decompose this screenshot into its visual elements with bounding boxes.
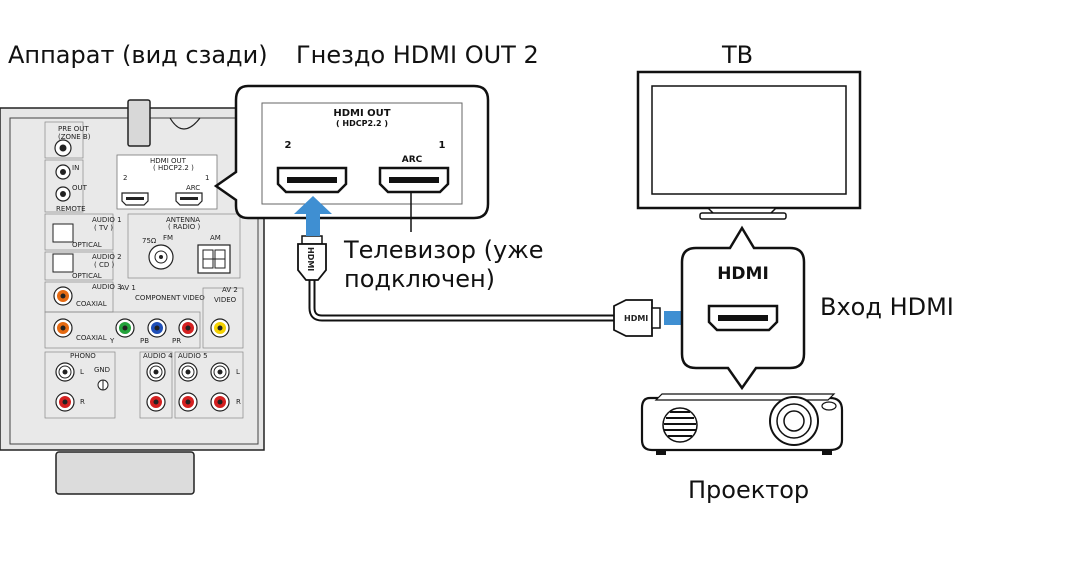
av1-coaxial-jack[interactable] (53, 318, 73, 338)
av2-video-jack[interactable] (210, 318, 230, 338)
coaxial-label-2: COAXIAL (76, 334, 107, 342)
audio2-sub-label: ( CD ) (94, 261, 114, 269)
preout-jack[interactable] (54, 139, 72, 157)
radio-label: ( RADIO ) (168, 223, 201, 231)
antenna-connector (127, 99, 151, 147)
phono-r-label: R (80, 398, 85, 406)
cable-plug-vertical: HDMI (297, 235, 327, 281)
video-label: VIDEO (214, 296, 237, 304)
remote-label: REMOTE (56, 205, 86, 213)
optical-jack-2[interactable] (52, 253, 74, 273)
remote-in-jack[interactable] (55, 164, 71, 180)
hdmi-input-port[interactable] (707, 304, 779, 332)
callout-subtitle: ( HDCP2.2 ) (336, 119, 388, 128)
fm-label: FM (163, 234, 173, 242)
optical-label-1: OPTICAL (72, 241, 102, 249)
remote-out-jack[interactable] (55, 186, 71, 202)
projector-device (640, 393, 844, 455)
audio5-l-jack-b[interactable] (210, 362, 230, 382)
gnd-label: GND (94, 366, 110, 374)
optical-jack-1[interactable] (52, 223, 74, 243)
hdmi-out2-jack-label: Гнездо HDMI OUT 2 (296, 41, 539, 69)
tv-connected-label: Телевизор (уже подключен) (344, 236, 544, 293)
panel-port2-label: 2 (123, 174, 127, 182)
av2-label: AV 2 (222, 286, 238, 294)
audio5-r-label: R (236, 398, 241, 406)
antenna-label: ANTENNA (166, 216, 200, 224)
ohm-label: 75Ω (142, 237, 157, 245)
audio5-r-jack-a[interactable] (178, 392, 198, 412)
projector-vent-icon (662, 407, 698, 443)
hdmi-out-callout: HDMI OUT ( HDCP2.2 ) 2 1 ARC (213, 84, 490, 232)
audio5-label: AUDIO 5 (178, 352, 208, 360)
remote-in-label: IN (72, 164, 79, 172)
panel-hdmi-port-1[interactable] (175, 192, 203, 206)
cable-plug-horizontal-text: HDMI (624, 314, 648, 323)
hdmi-out-2-port[interactable] (276, 166, 348, 194)
receiver-rear-panel: PRE OUT (ZONE B) IN OUT REMOTE HDMI OUT … (0, 99, 265, 495)
receiver-foot (55, 451, 195, 495)
am-antenna-terminal[interactable] (197, 244, 231, 274)
audio3-label: AUDIO 3 (92, 283, 122, 291)
hdmi-out-1-port[interactable] (378, 166, 450, 194)
audio4-r-jack[interactable] (146, 392, 166, 412)
hdmi-input-callout: HDMI (680, 225, 806, 391)
callout-arc-label: ARC (402, 155, 423, 165)
optical-label-2: OPTICAL (72, 272, 102, 280)
projector-lens-icon (769, 396, 819, 446)
panel-hdcp-label: ( HDCP2.2 ) (153, 164, 194, 172)
remote-out-label: OUT (72, 184, 88, 192)
callout-port2-label: 2 (285, 140, 292, 151)
panel-arc-label: ARC (186, 184, 200, 192)
hdmi-input-label: Вход HDMI (820, 293, 954, 321)
preout-sub-label: (ZONE B) (58, 133, 91, 141)
av1-label: AV 1 (120, 284, 136, 292)
am-label: AM (210, 234, 221, 242)
audio5-l-jack-a[interactable] (178, 362, 198, 382)
panel-port1-label: 1 (205, 174, 209, 182)
audio5-l-label: L (236, 368, 240, 376)
tv-label: ТВ (722, 41, 754, 69)
y-label: Y (109, 337, 115, 345)
coaxial-label-1: COAXIAL (76, 300, 107, 308)
arrow-up-icon (294, 196, 332, 236)
preout-label: PRE OUT (58, 125, 89, 133)
audio4-l-jack[interactable] (146, 362, 166, 382)
coaxial-jack-1[interactable] (53, 286, 73, 306)
panel-hdmi-out-label: HDMI OUT (150, 157, 187, 165)
projector-label: Проектор (688, 476, 810, 504)
phono-l-jack[interactable] (55, 362, 75, 382)
tv-device (636, 70, 862, 220)
component-video-label: COMPONENT VIDEO (135, 294, 205, 302)
audio4-label: AUDIO 4 (143, 352, 173, 360)
pb-label: PB (140, 337, 149, 345)
cable-plug-horizontal: HDMI (613, 299, 661, 337)
pr-label: PR (172, 337, 181, 345)
callout-port1-label: 1 (439, 140, 446, 151)
hdmi-cable: HDMI HDMI (297, 235, 661, 337)
audio2-label: AUDIO 2 (92, 253, 122, 261)
audio1-sub-label: ( TV ) (94, 224, 113, 232)
hdmi-input-title: HDMI (717, 264, 769, 284)
gnd-terminal[interactable] (97, 379, 109, 391)
unit-rear-label: Аппарат (вид сзади) (8, 41, 268, 69)
component-y-jack[interactable] (115, 318, 135, 338)
fm-antenna-jack[interactable] (148, 244, 174, 270)
cable-plug-vertical-text: HDMI (306, 247, 315, 271)
component-pb-jack[interactable] (147, 318, 167, 338)
panel-hdmi-port-2[interactable] (121, 192, 149, 206)
phono-l-label: L (80, 368, 84, 376)
phono-label: PHONO (70, 352, 96, 360)
audio1-label: AUDIO 1 (92, 216, 122, 224)
audio5-r-jack-b[interactable] (210, 392, 230, 412)
phono-r-jack[interactable] (55, 392, 75, 412)
component-pr-jack[interactable] (178, 318, 198, 338)
callout-title: HDMI OUT (333, 108, 390, 119)
